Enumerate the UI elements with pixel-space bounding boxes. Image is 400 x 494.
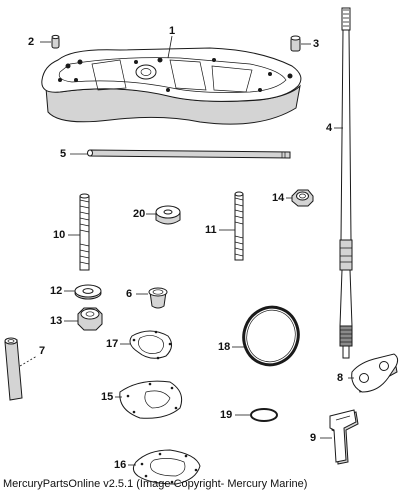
copyright-footer: MercuryPartsOnline v2.5.1 (Image Copyrig… [3,478,308,490]
part-1-housing [41,35,302,125]
callout-3: 3 [313,38,320,50]
part-2-dowel-pin [40,34,60,49]
callout-14: 14 [272,192,285,204]
part-8-bracket [348,353,399,393]
callout-9: 9 [310,432,317,444]
callout-10: 10 [53,229,66,241]
part-17-gasket [120,330,172,360]
part-15-gasket [115,380,183,419]
part-19-o-ring [235,408,278,422]
part-7-tube [4,337,38,401]
part-6-bushing [136,287,168,309]
callout-6: 6 [126,288,133,300]
part-3-dowel-pin [290,35,311,52]
part-4-driveshaft [334,7,353,359]
part-9-lever [320,409,359,465]
callout-12: 12 [50,285,63,297]
callout-5: 5 [60,148,67,160]
part-18-o-ring [232,305,300,367]
part-11-stud [219,191,244,261]
callout-19: 19 [220,409,233,421]
callout-11: 11 [205,224,217,236]
callout-16: 16 [114,459,127,471]
part-5-rod [70,149,291,159]
callout-15: 15 [101,391,114,403]
callout-1: 1 [169,25,176,37]
callout-4: 4 [326,122,333,134]
callout-7: 7 [39,345,46,357]
callout-17: 17 [106,338,119,350]
part-20-spacer [146,205,181,225]
part-10-stud [68,193,90,271]
part-16-gasket [128,449,201,485]
callout-13: 13 [50,315,63,327]
part-13-nut [64,307,103,331]
callout-18: 18 [218,341,231,353]
callout-2: 2 [28,36,35,48]
callout-20: 20 [133,208,146,220]
part-12-washer [64,284,102,300]
callout-8: 8 [337,372,344,384]
part-14-nut [286,189,314,207]
